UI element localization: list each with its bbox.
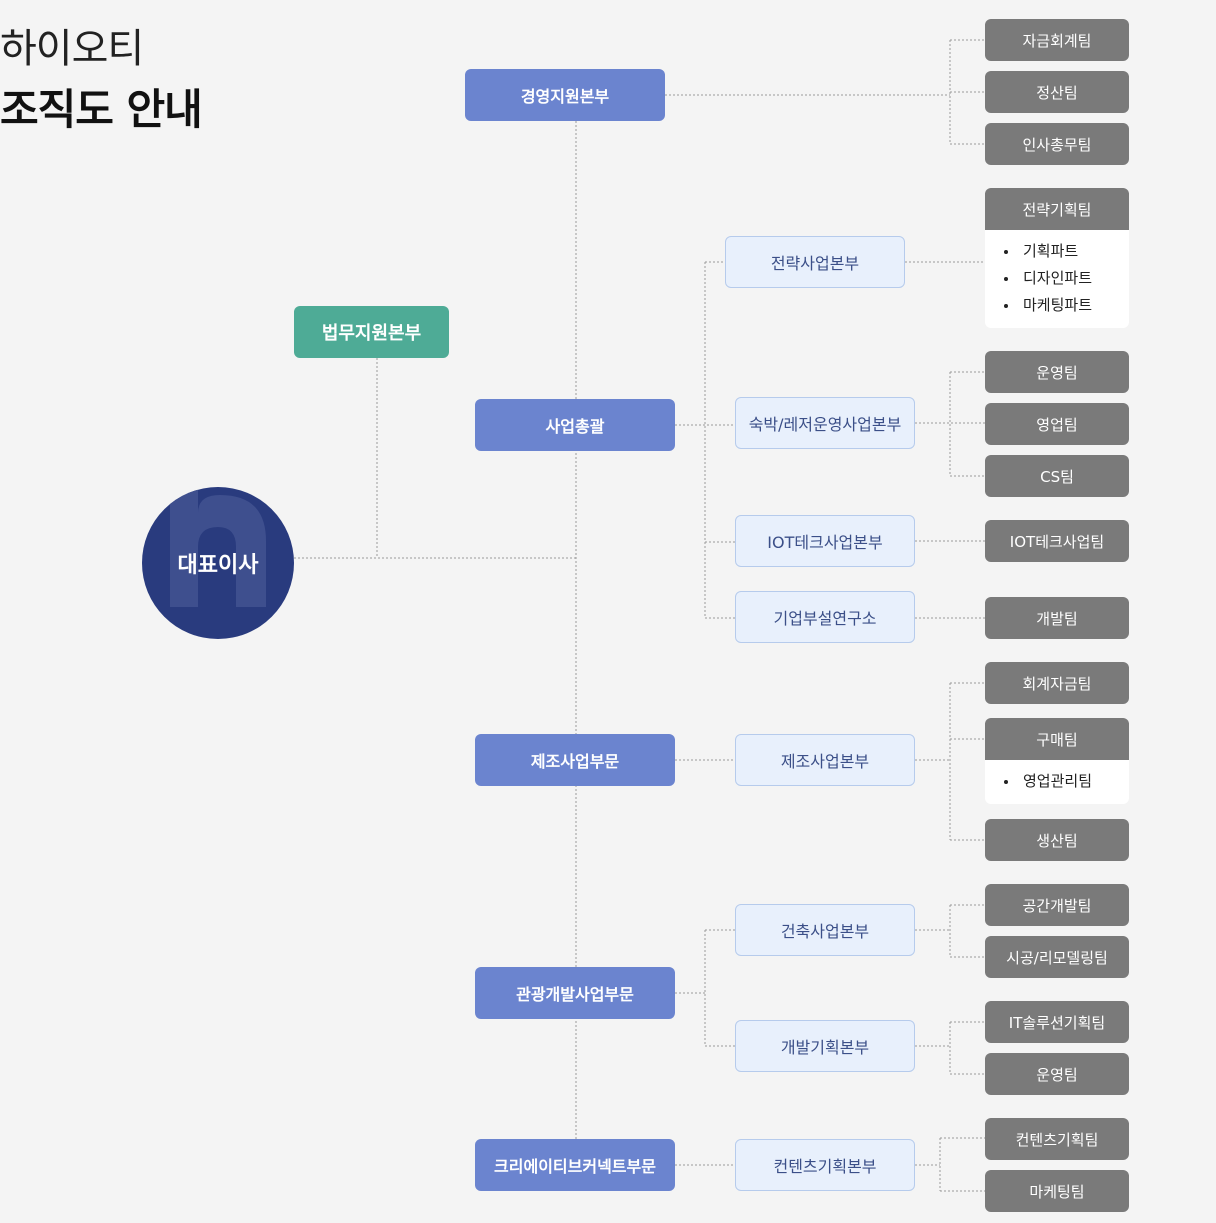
team-node: 회계자금팀 <box>985 662 1129 704</box>
team-node: 운영팀 <box>985 1053 1129 1095</box>
part-list: 영업관리팀 <box>985 760 1129 801</box>
team-node: 운영팀 <box>985 351 1129 393</box>
creative-connect-node: 크리에이티브커넥트부문 <box>475 1139 675 1191</box>
part-item: 디자인파트 <box>985 265 1129 292</box>
team-node: IOT테크사업팀 <box>985 520 1129 562</box>
team-node: 개발팀 <box>985 597 1129 639</box>
company-logo-watermark <box>170 487 266 607</box>
team-node: 영업팀 <box>985 403 1129 445</box>
management-support-node: 경영지원본부 <box>465 69 665 121</box>
team-node: 생산팀 <box>985 819 1129 861</box>
ceo-node: 대표이사 <box>142 487 294 639</box>
lodging-leisure-node: 숙박/레저운영사업본부 <box>735 397 915 449</box>
team-node: 정산팀 <box>985 71 1129 113</box>
tourism-division-node: 관광개발사업부문 <box>475 967 675 1019</box>
part-item: 마케팅파트 <box>985 292 1129 319</box>
team-node: CS팀 <box>985 455 1129 497</box>
team-node: 인사총무팀 <box>985 123 1129 165</box>
part-item: 기획파트 <box>985 238 1129 265</box>
strategy-planning-card: 전략기획팀 기획파트 디자인파트 마케팅파트 <box>985 188 1129 328</box>
legal-support-node: 법무지원본부 <box>294 306 449 358</box>
team-node: IT솔루션기획팀 <box>985 1001 1129 1043</box>
construction-business-node: 건축사업본부 <box>735 904 915 956</box>
business-general-node: 사업총괄 <box>475 399 675 451</box>
ceo-label: 대표이사 <box>177 553 259 578</box>
team-node: 마케팅팀 <box>985 1170 1129 1212</box>
team-node: 컨텐츠기획팀 <box>985 1118 1129 1160</box>
manufacturing-division-node: 제조사업부문 <box>475 734 675 786</box>
part-list: 기획파트 디자인파트 마케팅파트 <box>985 230 1129 325</box>
team-node: 전략기획팀 <box>985 188 1129 230</box>
team-node: 구매팀 <box>985 718 1129 760</box>
iot-tech-node: IOT테크사업본부 <box>735 515 915 567</box>
content-planning-node: 컨텐츠기획본부 <box>735 1139 915 1191</box>
manufacturing-business-node: 제조사업본부 <box>735 734 915 786</box>
part-item: 영업관리팀 <box>985 768 1129 795</box>
team-node: 시공/리모델링팀 <box>985 936 1129 978</box>
page-title: 조직도 안내 <box>0 85 203 134</box>
team-node: 공간개발팀 <box>985 884 1129 926</box>
page-title-light: 하이오티 <box>0 26 144 72</box>
research-lab-node: 기업부설연구소 <box>735 591 915 643</box>
strategy-business-node: 전략사업본부 <box>725 236 905 288</box>
development-planning-node: 개발기획본부 <box>735 1020 915 1072</box>
team-node: 자금회계팀 <box>985 19 1129 61</box>
purchase-team-card: 구매팀 영업관리팀 <box>985 718 1129 804</box>
